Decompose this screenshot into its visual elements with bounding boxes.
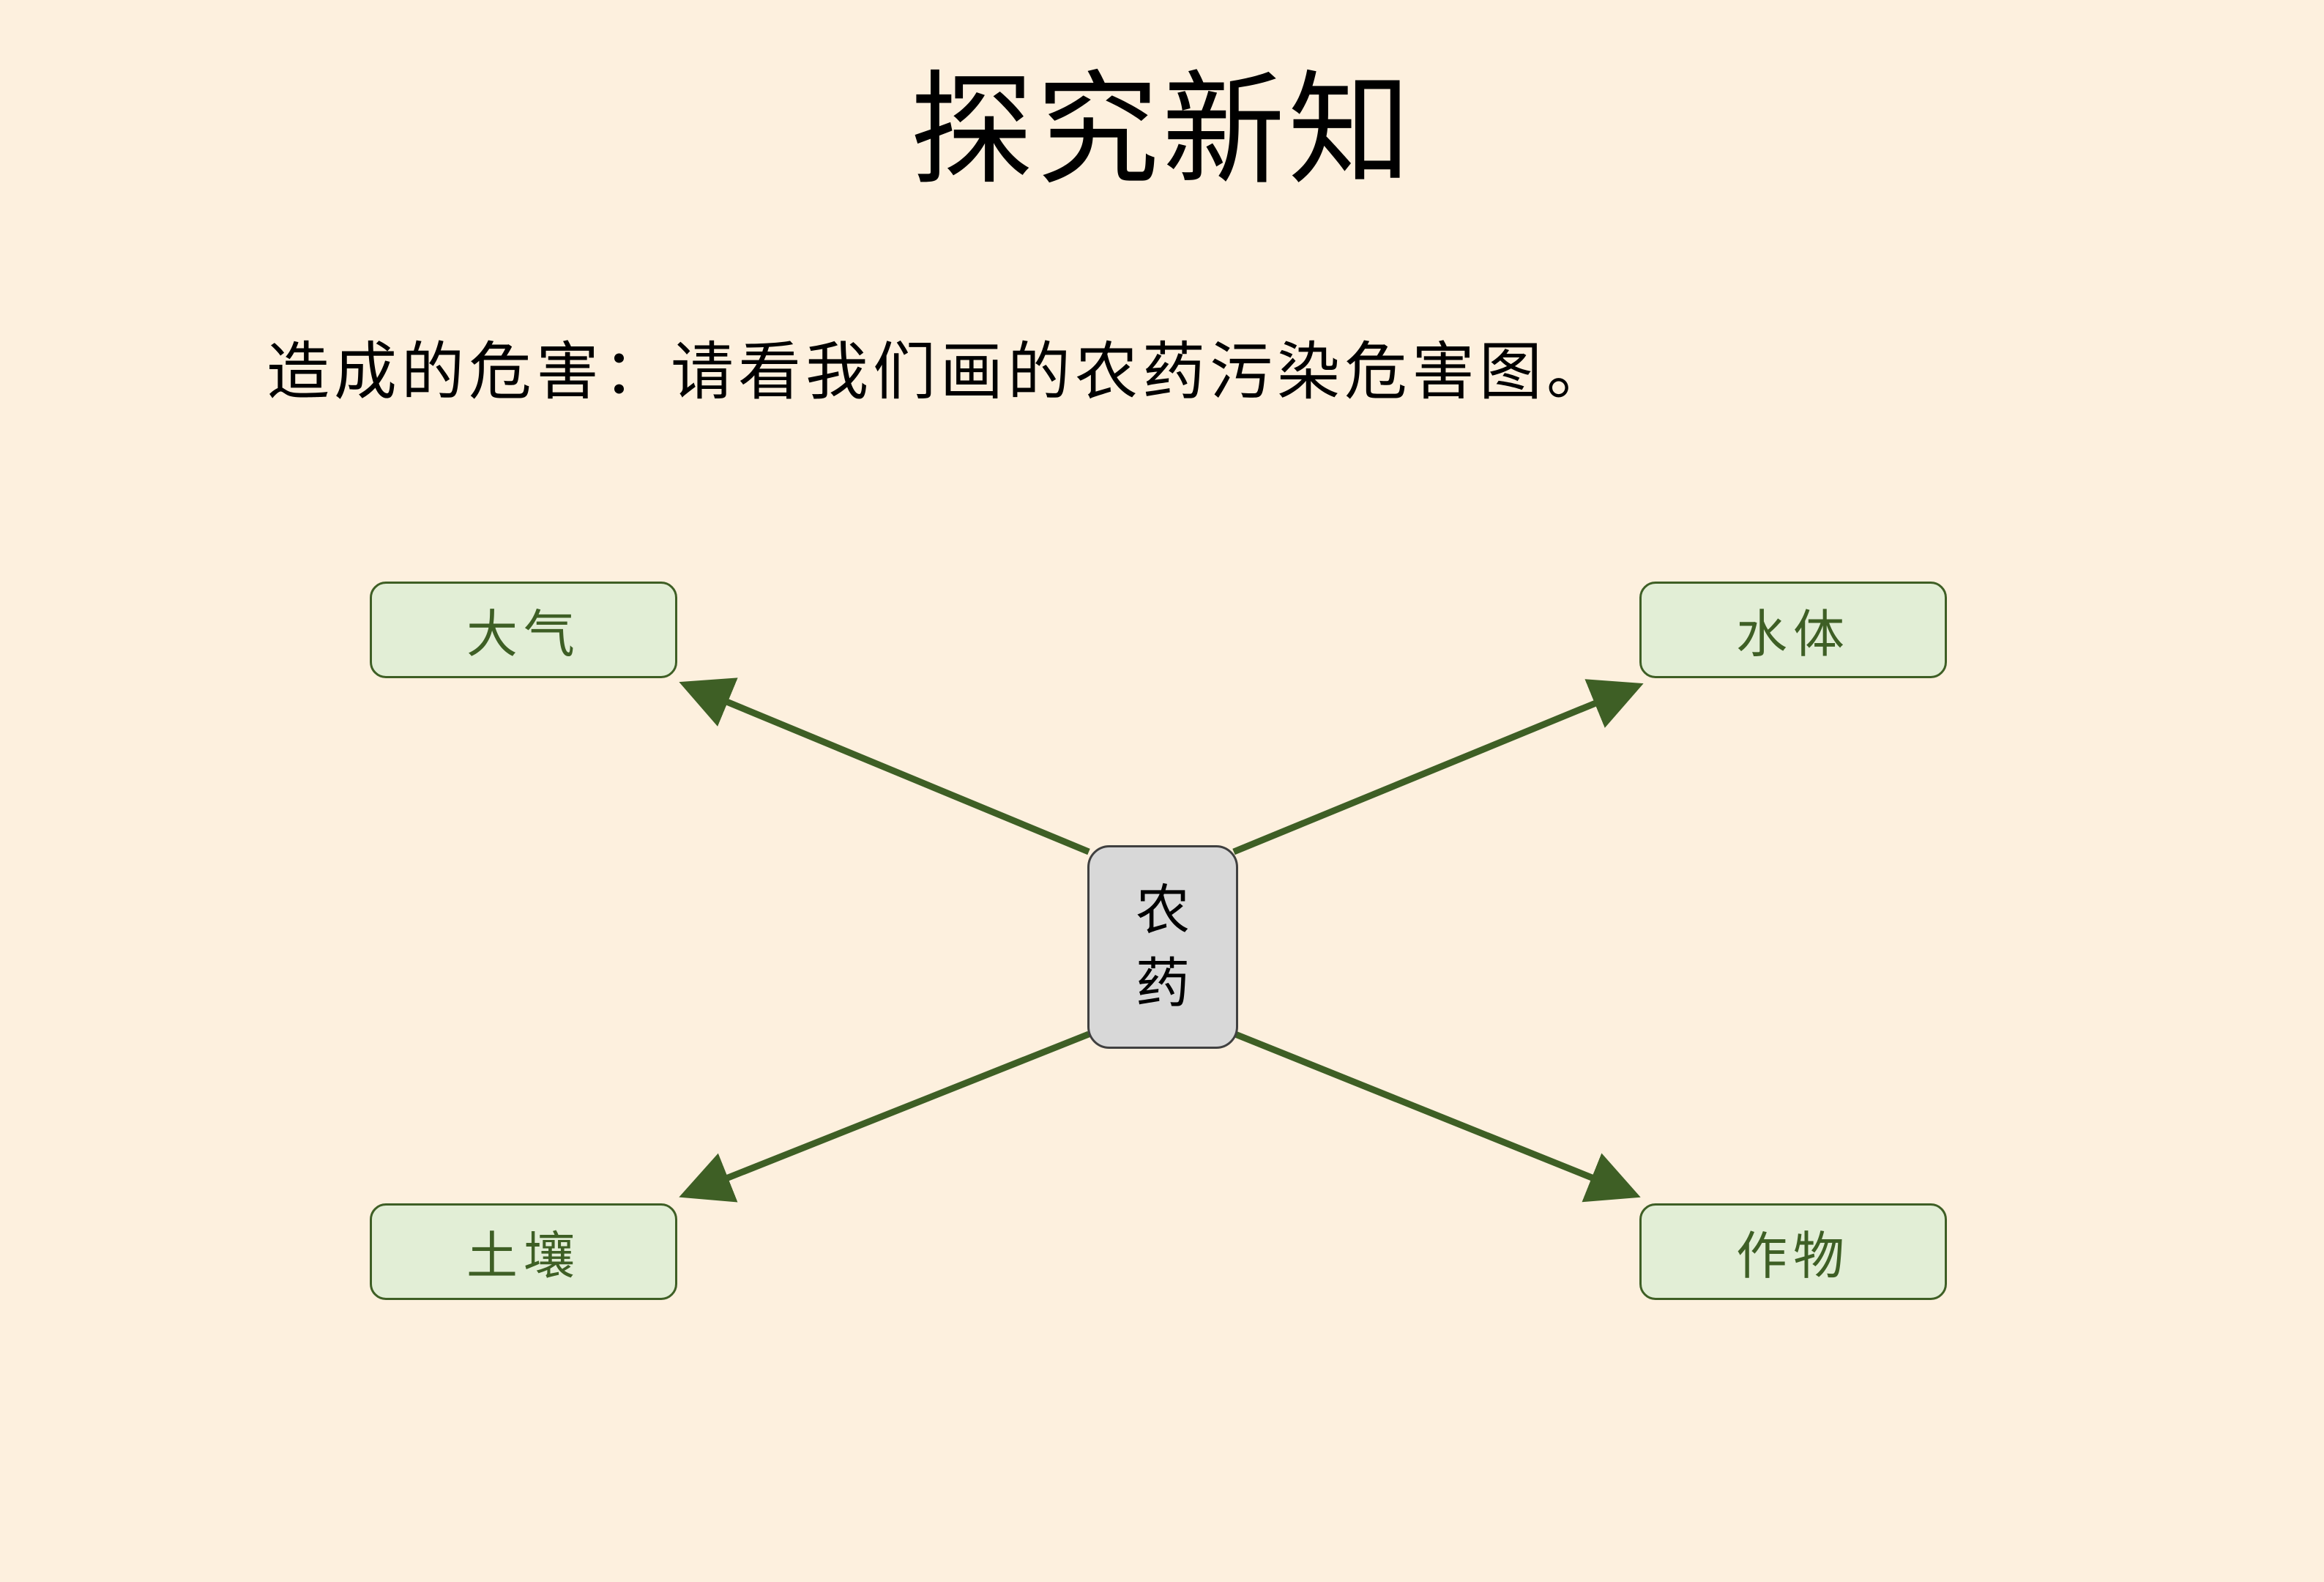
- node-crop: 作物: [1639, 1203, 1947, 1300]
- arrow-to-crop: [1234, 1030, 1641, 1203]
- node-water: 水体: [1639, 582, 1947, 678]
- arrow-to-air: [679, 677, 1090, 855]
- arrow-to-water: [1232, 679, 1644, 855]
- node-water-label: 水体: [1736, 604, 1850, 664]
- node-air: 大气: [370, 582, 677, 678]
- node-pesticide: 农 药: [1087, 845, 1238, 1049]
- node-pesticide-char-2: 药: [1136, 952, 1190, 1015]
- node-crop-label: 作物: [1736, 1225, 1850, 1286]
- node-soil: 土壤: [370, 1203, 677, 1300]
- page-title: 探究新知: [910, 59, 1414, 202]
- node-pesticide-char-1: 农: [1136, 879, 1190, 942]
- node-air-label: 大气: [466, 604, 581, 664]
- subtitle: 造成的危害：请看我们画的农药污染危害图。: [267, 335, 1614, 409]
- node-soil-label: 土壤: [466, 1225, 581, 1286]
- arrow-to-soil: [679, 1030, 1090, 1203]
